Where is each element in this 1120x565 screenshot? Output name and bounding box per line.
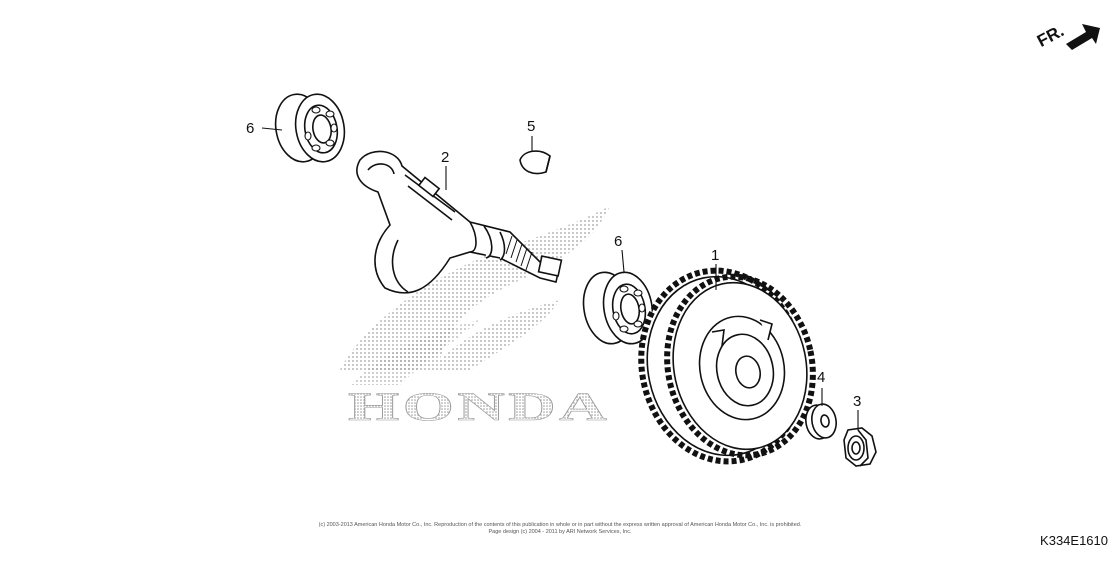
callout-5: 5 [527,118,536,135]
balancer-driven-gear [638,267,816,465]
ball-bearing-lower [582,271,654,345]
front-direction-arrow-icon [1066,24,1100,50]
callout-2: 2 [441,149,450,166]
honda-wing-watermark [340,206,610,385]
svg-text:HONDA: HONDA [348,384,610,429]
woodruff-key [519,150,551,175]
copyright-line-2: Page design (c) 2004 - 2011 by ARI Netwo… [488,529,632,535]
callout-6-lower: 6 [614,233,623,250]
callout-6-upper: 6 [246,120,255,137]
diagram-code: K334E1610 [1040,533,1108,548]
callout-3: 3 [853,393,862,410]
copyright-line-1: (c) 2003-2013 American Honda Motor Co., … [318,522,802,528]
ball-bearing-upper [274,93,346,163]
honda-watermark-text: HONDA [348,384,610,430]
copyright-notice: (c) 2003-2013 American Honda Motor Co., … [250,522,870,536]
balancer-shaft [356,150,563,294]
leader-lines [261,127,859,430]
washer [805,403,837,440]
callout-1: 1 [711,247,720,264]
callout-4: 4 [817,369,826,386]
hex-nut [843,427,877,467]
